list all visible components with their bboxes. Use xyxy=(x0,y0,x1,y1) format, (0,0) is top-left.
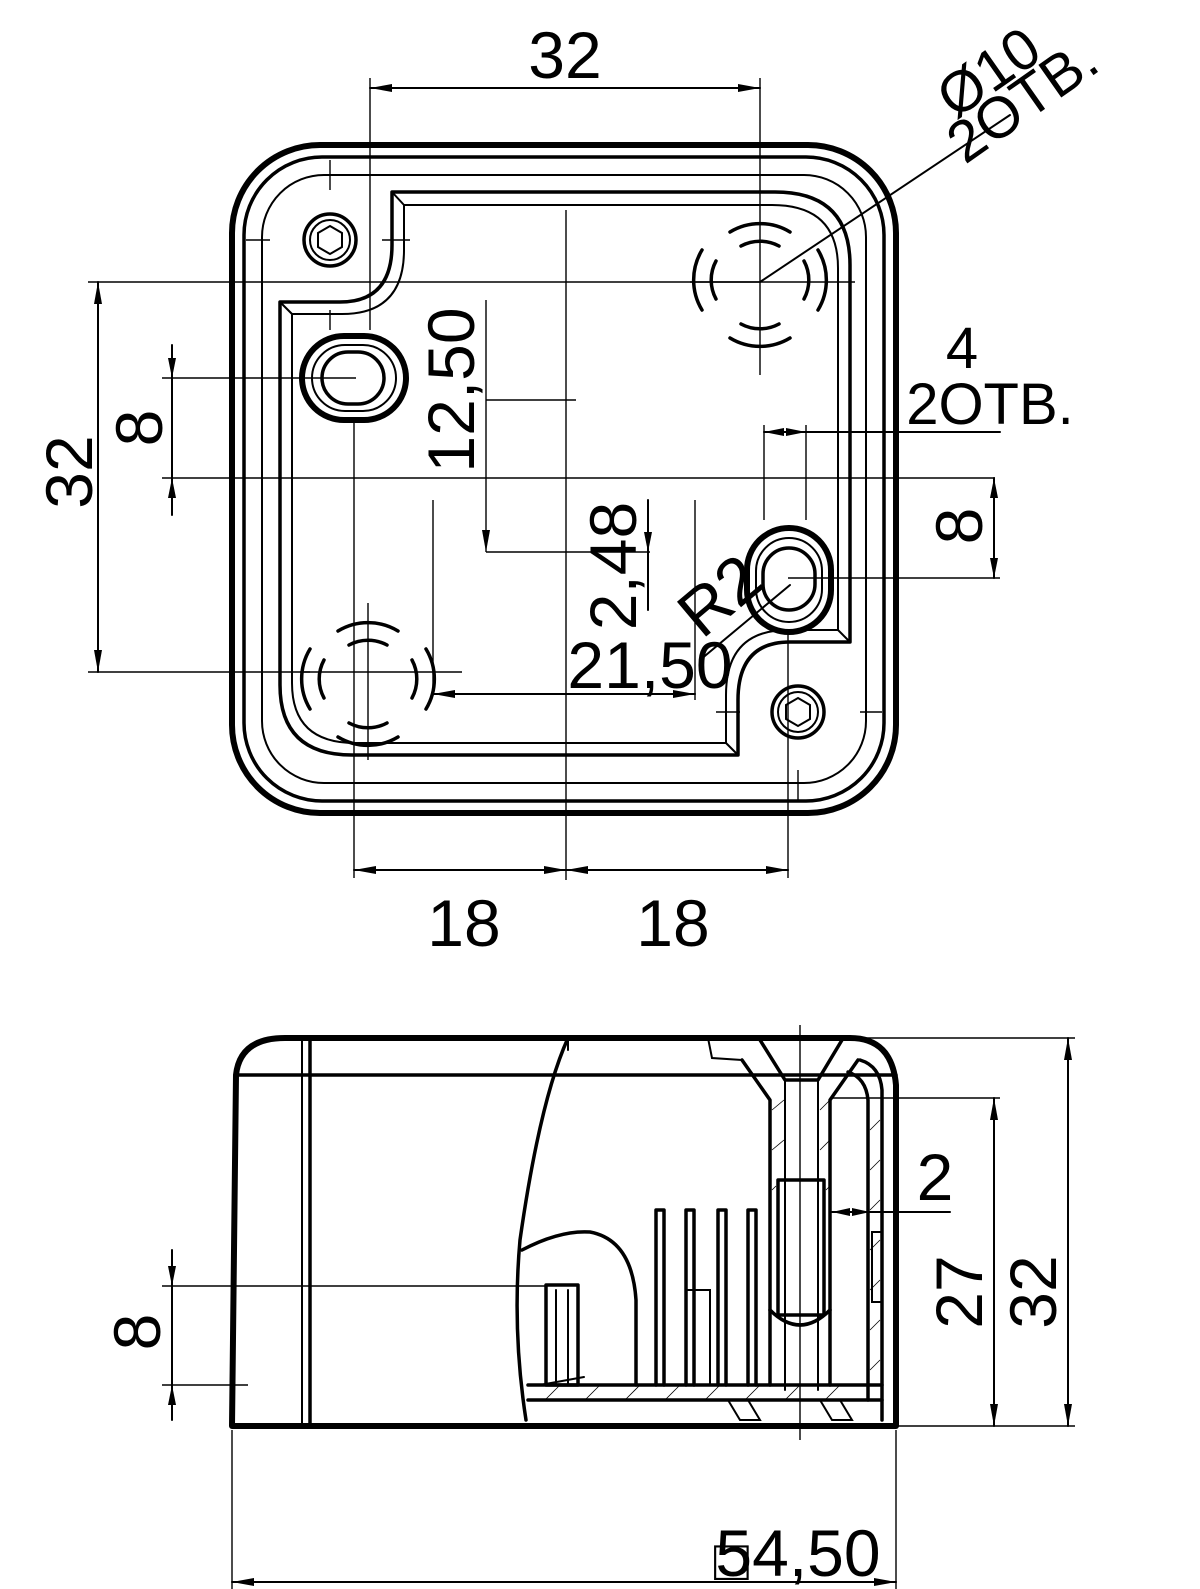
dim-top-width: 32 xyxy=(528,18,601,92)
section-boundary xyxy=(515,1036,570,1422)
side-view-dimensions xyxy=(162,1037,1075,1589)
dim-center-offset: 12,50 xyxy=(414,307,488,472)
screw-boss-top-left xyxy=(302,212,358,268)
dim-side-wall-2: 2 xyxy=(917,1140,954,1214)
screw-boss-bottom-right xyxy=(770,684,826,740)
top-view-dimensions xyxy=(88,78,1011,878)
dim-side-total-height: 32 xyxy=(996,1255,1070,1328)
dim-bottom-left: 18 xyxy=(427,886,500,960)
dim-side-square-symbol: □ xyxy=(714,1528,749,1589)
section-fins xyxy=(654,1208,758,1387)
housing-rim xyxy=(261,174,867,784)
dim-wall-thickness: 2,48 xyxy=(576,502,650,630)
top-view-centerlines xyxy=(246,160,882,880)
dim-slot-width-count: 2ОТВ. xyxy=(906,372,1074,437)
section-post xyxy=(544,1283,580,1387)
dim-side-length: 54,50 xyxy=(715,1516,880,1589)
top-view: 32 Ø10 2ОТВ. 32 8 12,50 4 2ОТВ. 8 2,48 R… xyxy=(32,15,1110,960)
dim-side-inner-height: 27 xyxy=(922,1255,996,1328)
side-view: 8 2 27 32 □ 54,50 xyxy=(100,1025,1075,1589)
housing-outline-inner xyxy=(242,155,886,803)
cavity-outline-inner xyxy=(291,204,839,744)
dim-side-8: 8 xyxy=(100,1314,174,1351)
side-body-outline xyxy=(229,1035,899,1429)
section-right-wall xyxy=(846,1058,884,1422)
section-dome xyxy=(520,1230,638,1387)
dim-slot-left: 8 xyxy=(102,410,176,447)
dim-left-height: 32 xyxy=(32,435,106,508)
dim-slot-width: 4 xyxy=(946,316,978,381)
dim-bottom-right: 18 xyxy=(636,886,709,960)
dim-slot-right: 8 xyxy=(922,508,996,545)
mounting-slot-right xyxy=(744,525,834,635)
dim-hole-spacing: 21,50 xyxy=(567,628,732,702)
housing-outline xyxy=(229,142,899,816)
